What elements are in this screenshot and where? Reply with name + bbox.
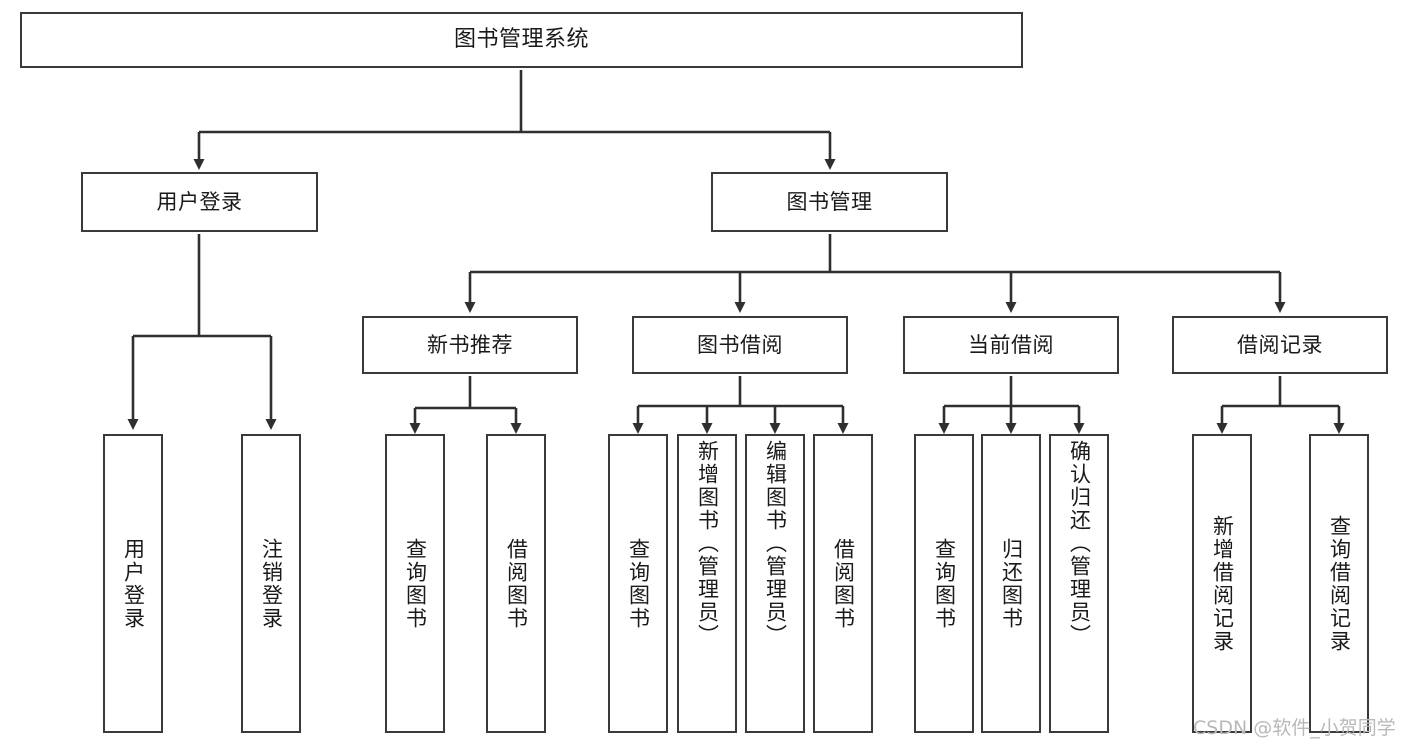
node-label: 图书管理系统 [453,27,589,53]
node-label: 图书借阅 [697,332,783,357]
node-label: 查询图书 [932,537,957,630]
node-leaf-logout[interactable]: 注销登录 [241,434,301,733]
node-label: 编辑图书（管理员） [763,440,788,647]
node-new-book-recommend[interactable]: 新书推荐 [362,316,578,374]
node-leaf-user-login[interactable]: 用户登录 [103,434,163,733]
node-label: 查询图书 [626,537,651,630]
node-book-borrow[interactable]: 图书借阅 [632,316,848,374]
node-label: 当前借阅 [968,332,1054,357]
node-label: 借阅图书 [504,537,529,630]
node-label: 新增图书（管理员） [695,440,720,647]
node-label: 查询图书 [403,537,428,630]
node-leaf-borrow-book[interactable]: 借阅图书 [813,434,873,733]
node-label: 用户登录 [156,189,243,214]
node-leaf-return-book[interactable]: 归还图书 [981,434,1041,733]
node-leaf-add-borrow-record[interactable]: 新增借阅记录 [1192,434,1252,733]
node-leaf-borrow-book-recommend[interactable]: 借阅图书 [486,434,546,733]
node-label: 新书推荐 [427,332,513,357]
node-user-login[interactable]: 用户登录 [81,172,318,232]
node-label: 借阅图书 [831,537,856,630]
node-label: 注销登录 [259,537,284,630]
node-label: 借阅记录 [1237,332,1323,357]
node-root-book-management-system[interactable]: 图书管理系统 [20,12,1023,68]
node-current-borrow[interactable]: 当前借阅 [903,316,1119,374]
node-label: 图书管理 [786,189,873,214]
node-leaf-edit-book-admin[interactable]: 编辑图书（管理员） [745,434,805,733]
node-label: 查询借阅记录 [1327,514,1352,653]
node-leaf-query-book-borrow[interactable]: 查询图书 [608,434,668,733]
node-label: 确认归还（管理员） [1067,440,1092,647]
node-leaf-query-book-recommend[interactable]: 查询图书 [385,434,445,733]
node-label: 新增借阅记录 [1210,514,1235,653]
node-label: 用户登录 [121,537,146,630]
csdn-watermark: CSDN @软件_小贺同学 [1193,717,1396,739]
node-leaf-query-borrow-record[interactable]: 查询借阅记录 [1309,434,1369,733]
node-book-management[interactable]: 图书管理 [711,172,948,232]
node-leaf-query-book-current[interactable]: 查询图书 [914,434,974,733]
node-leaf-confirm-return-admin[interactable]: 确认归还（管理员） [1049,434,1109,733]
node-borrow-record[interactable]: 借阅记录 [1172,316,1388,374]
node-label: 归还图书 [999,537,1024,630]
node-leaf-add-book-admin[interactable]: 新增图书（管理员） [677,434,737,733]
